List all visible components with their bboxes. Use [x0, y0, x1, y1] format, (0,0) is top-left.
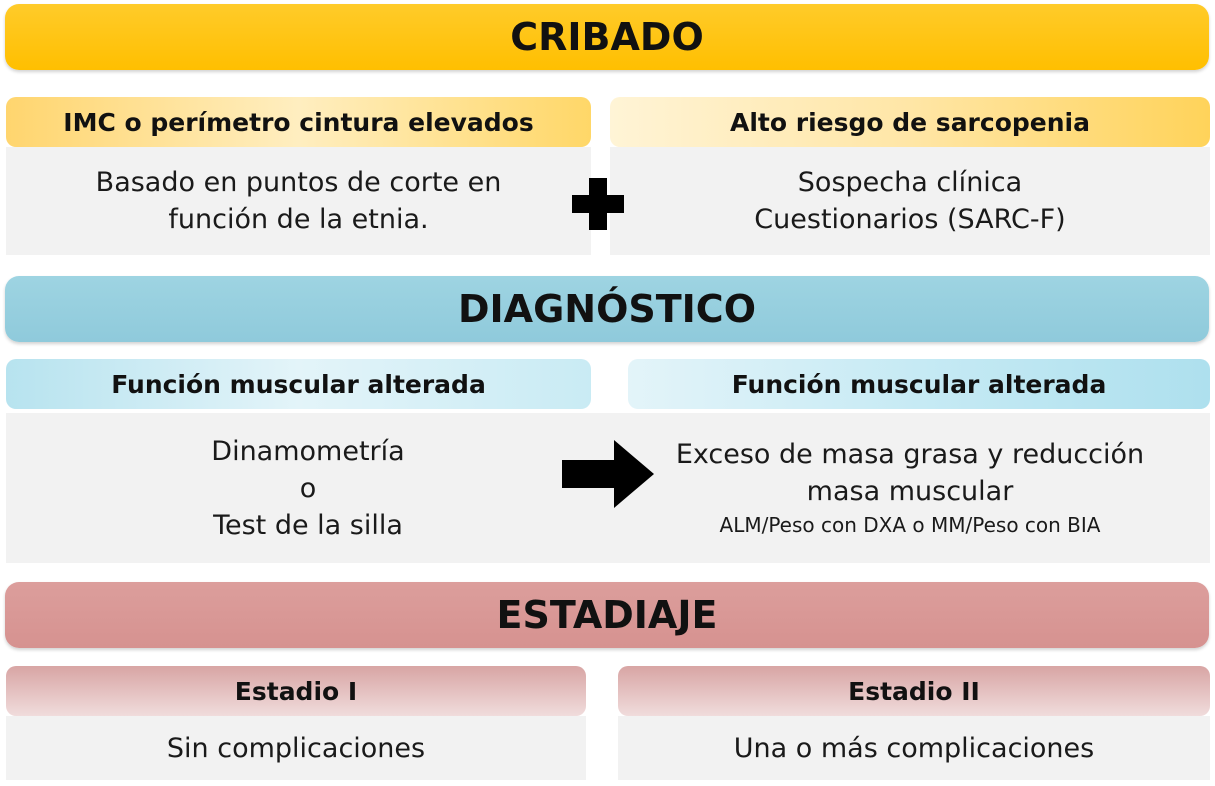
estadiaje-left-body: Sin complicaciones [6, 716, 586, 780]
diagnostico-left-line-3: Test de la silla [213, 509, 403, 541]
diagnostico-right-line-1: Exceso de masa grasa y reducción [675, 439, 1145, 470]
cribado-right-line-1: Sospecha clínica [797, 167, 1023, 198]
arrow-right-icon [562, 440, 654, 508]
cribado-right-line-2: Cuestionarios (SARC-F) [754, 204, 1066, 235]
estadiaje-right-line: Una o más complicaciones [733, 732, 1095, 764]
diagnostico-left-line-2: o [299, 472, 317, 504]
estadiaje-left-header: Estadio I [6, 666, 586, 716]
diagnostico-left-line-1: Dinamometría [211, 435, 405, 467]
cribado-left-line-2: función de la etnia. [168, 204, 429, 235]
diagnostico-right-note: ALM/Peso con DXA o MM/Peso con BIA [719, 513, 1101, 537]
cribado-left-header: IMC o perímetro cintura elevados [6, 97, 591, 147]
cribado-title: CRIBADO [5, 4, 1209, 70]
diagnostico-left-body: Dinamometría o Test de la silla [6, 413, 610, 563]
cribado-left-line-1: Basado en puntos de corte en [95, 167, 502, 198]
estadiaje-left-line: Sin complicaciones [166, 732, 426, 764]
diagnostico-right-body: Exceso de masa grasa y reducción masa mu… [610, 413, 1210, 563]
estadiaje-right-body: Una o más complicaciones [618, 716, 1210, 780]
diagnostico-right-line-2: masa muscular [806, 476, 1014, 507]
cribado-right-body: Sospecha clínica Cuestionarios (SARC-F) [610, 147, 1210, 255]
estadiaje-right-header: Estadio II [618, 666, 1210, 716]
estadiaje-title: ESTADIAJE [5, 582, 1209, 648]
diagnostico-right-header: Función muscular alterada [628, 359, 1210, 409]
cribado-right-header: Alto riesgo de sarcopenia [610, 97, 1210, 147]
plus-icon [572, 178, 624, 230]
diagnostico-title: DIAGNÓSTICO [5, 276, 1209, 342]
cribado-left-body: Basado en puntos de corte en función de … [6, 147, 591, 255]
diagnostico-left-header: Función muscular alterada [6, 359, 591, 409]
